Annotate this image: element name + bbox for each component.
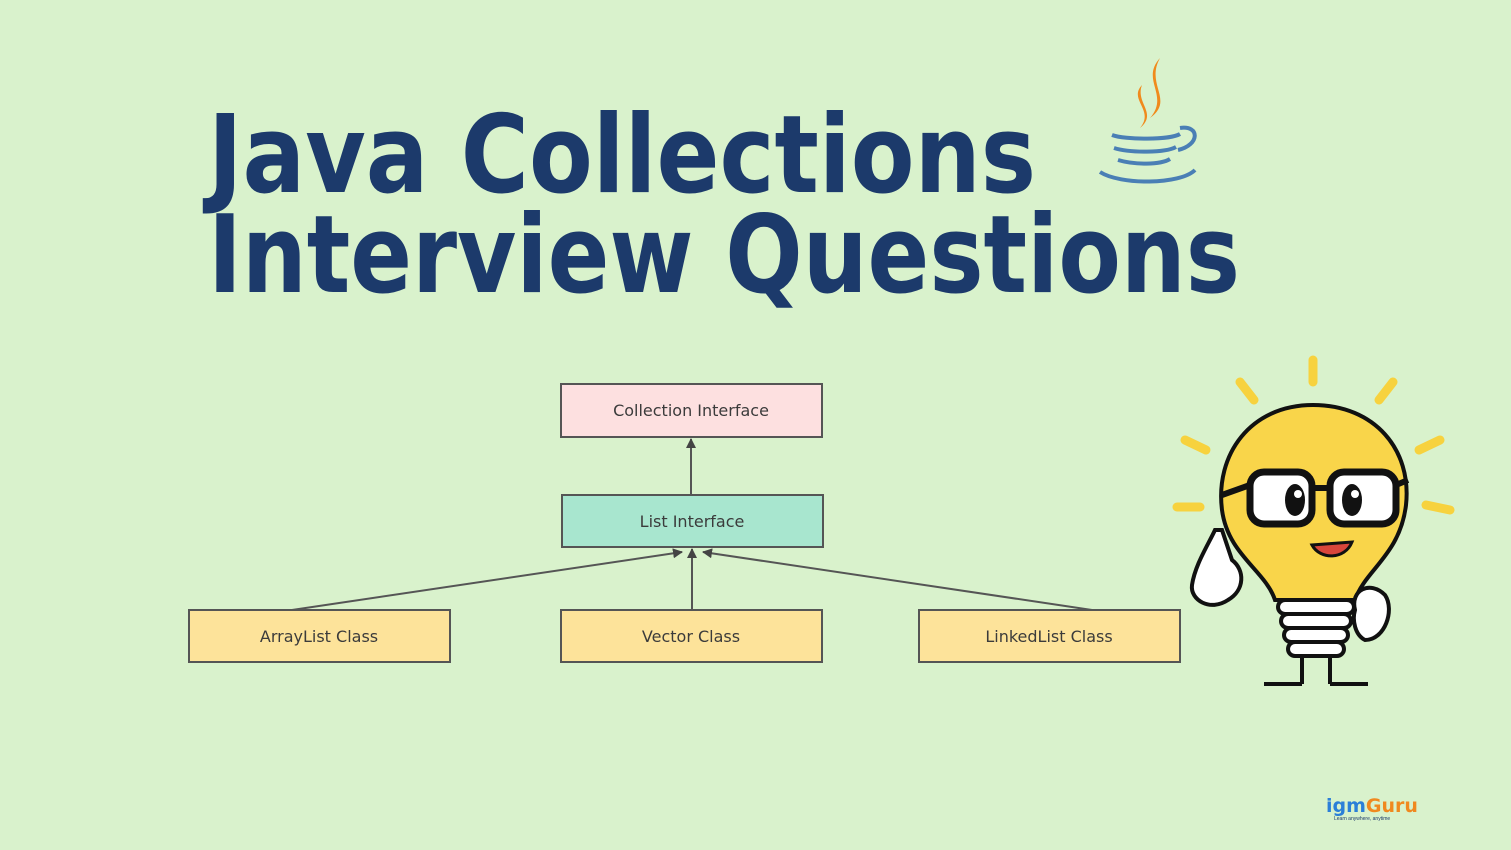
node-collection-interface: Collection Interface (560, 383, 823, 438)
node-label: Collection Interface (613, 401, 769, 420)
node-label: ArrayList Class (260, 627, 378, 646)
node-arraylist-class: ArrayList Class (188, 609, 451, 663)
arrow-arraylist-to-list (291, 548, 683, 611)
igmguru-logo: igmGuru Learn anywhere, anytime (1326, 796, 1418, 822)
node-linkedlist-class: LinkedList Class (918, 609, 1181, 663)
arrow-linkedlist-to-list (702, 548, 1093, 611)
logo-tagline: Learn anywhere, anytime (1334, 816, 1391, 822)
node-list-interface: List Interface (561, 494, 824, 548)
logo-brand-part2: Guru (1365, 795, 1418, 817)
node-label: LinkedList Class (985, 627, 1112, 646)
node-label: Vector Class (642, 627, 740, 646)
java-logo-icon (1098, 58, 1197, 184)
logo-brand-part1: igm (1326, 795, 1366, 817)
lightbulb-mascot-icon (1172, 355, 1455, 686)
node-vector-class: Vector Class (560, 609, 823, 663)
node-label: List Interface (640, 512, 745, 531)
diagram-connectors (291, 438, 1093, 611)
title-line-1: Java Collections (202, 93, 1036, 218)
title-line-2: Interview Questions (208, 193, 1240, 318)
